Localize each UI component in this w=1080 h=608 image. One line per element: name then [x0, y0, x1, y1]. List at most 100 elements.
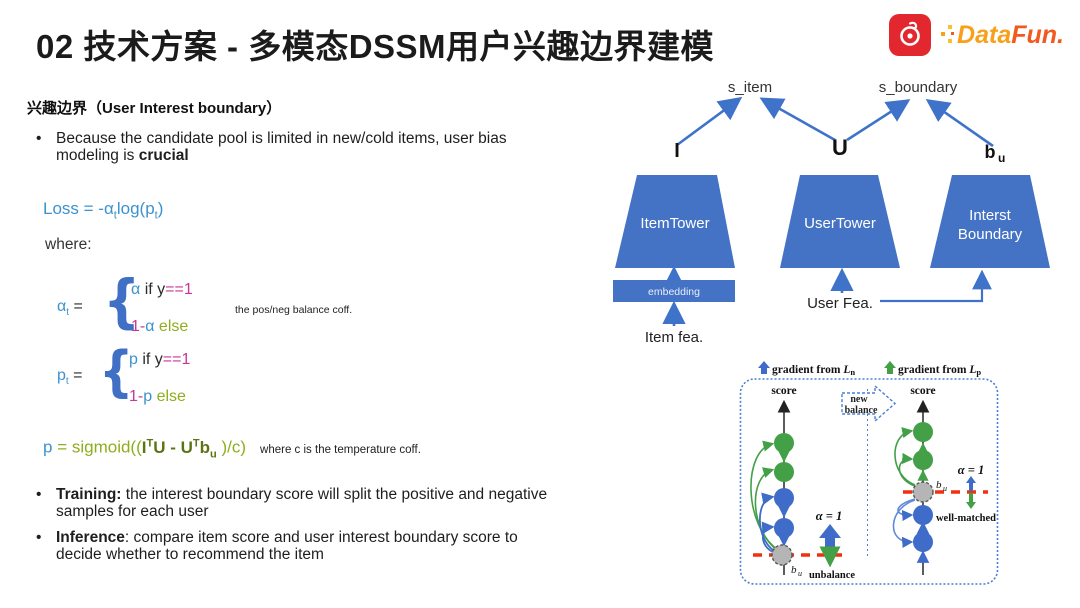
s-item-label: s_item: [728, 79, 772, 96]
alpha-note: the pos/neg balance coff.: [235, 304, 353, 316]
user-tower-shape: [780, 175, 900, 268]
item-tower-label: ItemTower: [640, 215, 709, 232]
right-blue-curve-1: [897, 498, 916, 522]
sigmoid-b: b: [199, 437, 211, 457]
right-green-down-arrow: [966, 493, 976, 509]
loss-sub1: t: [113, 209, 117, 222]
left-score-label: score: [771, 385, 796, 397]
sigmoid-p: p: [43, 437, 53, 457]
p-l2b: p: [143, 388, 153, 405]
left-green-curve-2: [754, 467, 779, 552]
right-score-label: score: [910, 385, 935, 397]
arrow-i-to-sitem: [676, 96, 743, 147]
embedding-box: [613, 280, 735, 302]
bullet-training: • Training: the interest boundary score …: [36, 486, 561, 520]
bullet-marker: •: [36, 529, 42, 546]
training-main: the interest boundary score will split t…: [56, 486, 548, 520]
p-case-block: pt = { p if y==1 1-p else: [57, 343, 357, 425]
bullet-intro-text: Because the candidate pool is limited in…: [56, 130, 544, 164]
boundary-tower-label-line1: Interst: [969, 207, 1012, 224]
right-bu-label: b: [936, 479, 942, 491]
tower-diagram: s_item s_boundary I U b u ItemTower User…: [613, 79, 1050, 346]
alpha-eq: =: [69, 298, 83, 315]
left-bu-sub: u: [798, 569, 802, 578]
legend-lp-var: L: [968, 364, 976, 376]
legend-blue-arrow-icon: [758, 361, 770, 374]
p-eq: =: [68, 367, 83, 384]
p-l2a: 1-: [129, 388, 144, 405]
sigmoid-close: )/c): [216, 437, 247, 457]
alpha-lhs-main: α: [57, 298, 67, 315]
sigmoid-b-sub: u: [210, 448, 217, 461]
arrow-userfea-to-boundarytower: [880, 269, 992, 303]
sigmoid-inner: ITU - UTbu: [141, 437, 217, 461]
datafun-word-data: Data: [957, 20, 1012, 49]
bullet-inference: • Inference: compare item score and user…: [36, 529, 566, 563]
loss-formula: Loss = -αtlog(pt): [43, 199, 163, 221]
music-note-icon: [900, 21, 920, 46]
sigmoid-open: = sigmoid((: [52, 437, 142, 457]
loss-sub2: t: [154, 209, 158, 222]
right-positive-node-2: [913, 450, 933, 470]
legend-gradient-ln: gradient from Ln: [772, 364, 855, 377]
arrow-u-to-sboundary: [846, 99, 911, 142]
alpha-lhs: αt =: [57, 298, 83, 318]
inference-bold: Inference: [56, 529, 125, 546]
s-boundary-label: s_boundary: [879, 79, 958, 96]
p-l1b: if y: [137, 351, 163, 368]
alpha-l1b: if y: [140, 281, 166, 298]
alpha-l2a: 1-: [131, 318, 146, 335]
alpha-l2c: else: [154, 318, 189, 335]
alpha-l1c: ==1: [165, 281, 193, 298]
p-case-line2: 1-p else: [129, 388, 186, 406]
loss-end: ): [157, 199, 164, 218]
p-l2c: else: [152, 388, 186, 405]
alpha-brace: {: [103, 267, 141, 335]
sigmoid-i: I: [141, 437, 147, 457]
arrow-u-to-sitem: [759, 97, 836, 142]
left-blue-curve-1: [759, 492, 779, 554]
left-negative-node-1: [774, 488, 794, 508]
right-blue-up-arrow: [966, 476, 976, 491]
left-negative-node-2: [774, 518, 794, 538]
vector-bu-label: b: [985, 142, 996, 162]
right-negative-node-2: [913, 532, 933, 552]
sigmoid-u: U - U: [153, 437, 193, 457]
page-title: 02 技术方案 - 多模态DSSM用户兴趣边界建模: [36, 28, 715, 65]
new-balance-arrow: [841, 384, 897, 423]
bullet-intro-bold: crucial: [138, 147, 189, 164]
alpha-case-block: αt = { α if y==1 1-α else the pos/neg ba…: [57, 272, 537, 352]
where-label: where:: [45, 236, 92, 253]
p-brace: {: [98, 340, 134, 403]
sigmoid-formula: p = sigmoid((ITU - UTbu )/c)where c is t…: [43, 437, 421, 460]
boundary-tower-label-line2: Boundary: [958, 226, 1023, 243]
p-case-line1: p if y==1: [129, 351, 190, 369]
section-heading: 兴趣边界（User Interest boundary）: [27, 100, 282, 117]
legend-lp-text: gradient from: [898, 364, 969, 376]
left-big-blue-arrow: [819, 524, 841, 553]
arrow-bu-to-sboundary: [925, 99, 994, 148]
legend-ln-sub: n: [850, 367, 855, 377]
p-lhs-main: p: [57, 367, 66, 384]
p-lhs: pt =: [57, 367, 82, 387]
training-bold: Training:: [56, 486, 122, 503]
vector-i-label: I: [674, 140, 680, 162]
sigmoid-u-sup: T: [192, 437, 200, 449]
user-tower-label: UserTower: [804, 215, 876, 232]
alpha-lhs-sub: t: [66, 307, 70, 319]
brand-logos: DataFun.: [889, 14, 1064, 56]
datafun-logo: DataFun.: [941, 21, 1064, 50]
right-positive-node-1: [913, 422, 933, 442]
bullet-marker: •: [36, 486, 42, 503]
legend-ln-text: gradient from: [772, 364, 843, 376]
boundary-tower-shape: [930, 175, 1050, 268]
sigmoid-note: where c is the temperature coff.: [260, 443, 421, 456]
left-positive-node-1: [774, 433, 794, 453]
loss-mid: log(p: [116, 199, 155, 218]
sigmoid-i-sup: T: [146, 437, 154, 449]
new-balance-line2: balance: [845, 405, 878, 416]
alpha-case-line2: 1-α else: [131, 318, 188, 336]
datafun-word-fun: Fun.: [1011, 20, 1064, 49]
right-green-curve-2: [898, 452, 916, 487]
